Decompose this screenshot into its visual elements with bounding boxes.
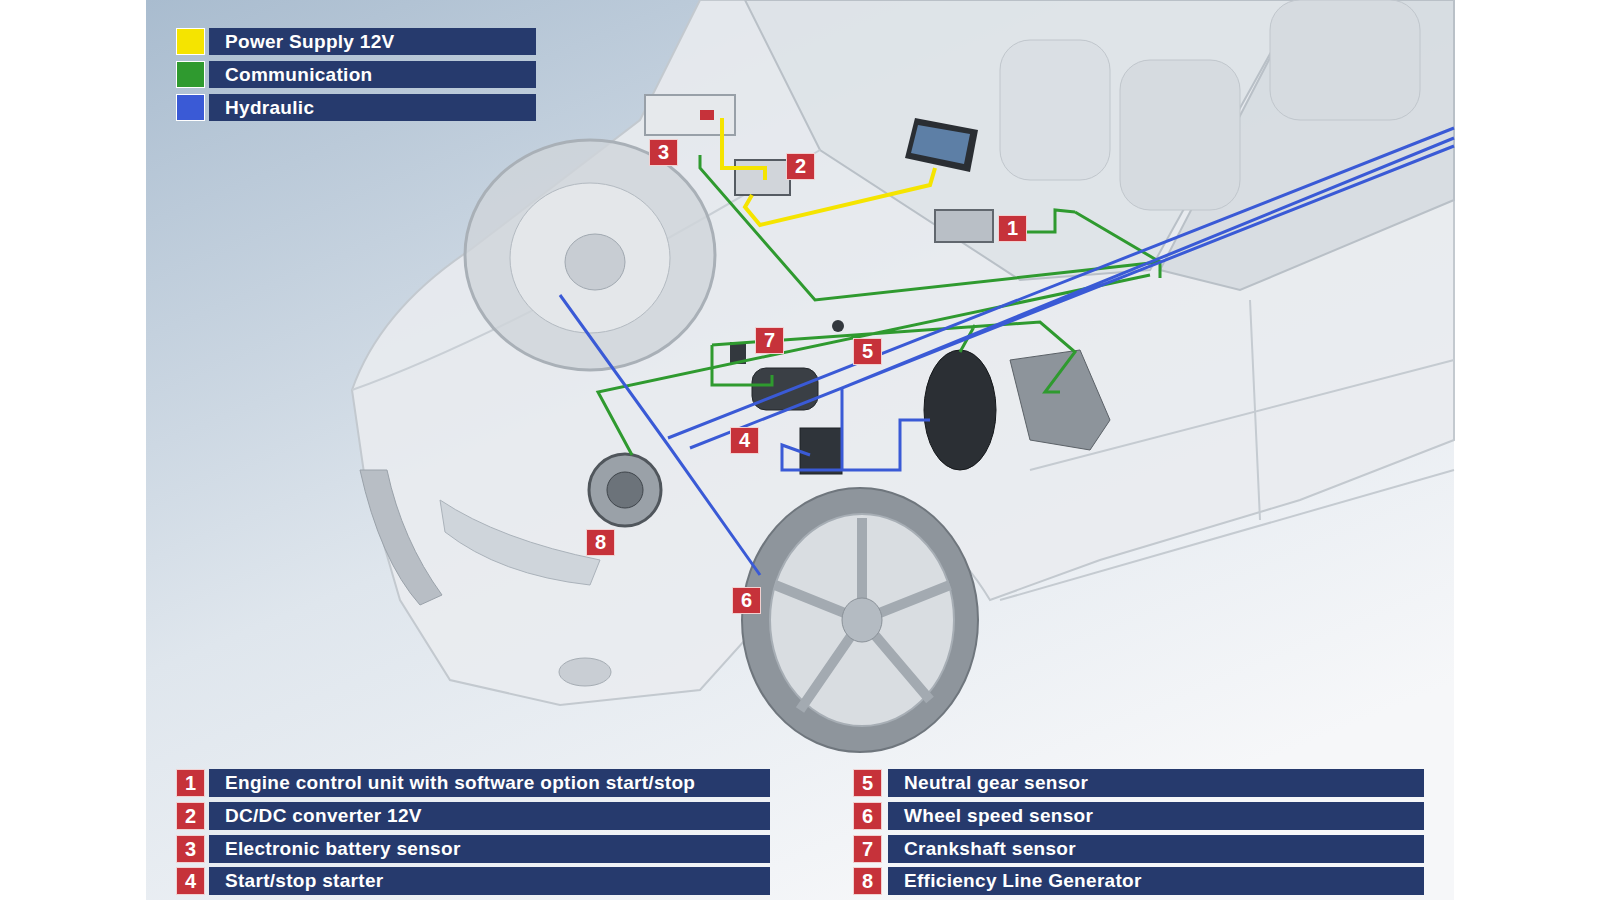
wheel-hub xyxy=(842,598,882,642)
power-wire xyxy=(722,118,935,225)
legend-text: Power Supply 12V xyxy=(209,28,536,55)
callout-number: 5 xyxy=(853,338,882,365)
key-text: Electronic battery sensor xyxy=(209,835,770,863)
key-text: Start/stop starter xyxy=(209,867,770,895)
seat xyxy=(1120,60,1240,210)
legend-text: Communication xyxy=(209,61,536,88)
key-text: Crankshaft sensor xyxy=(888,835,1424,863)
communication-wire xyxy=(598,155,1160,455)
callout-number: 1 xyxy=(998,215,1027,242)
callout-number: 6 xyxy=(732,587,761,614)
fog-light xyxy=(559,658,611,686)
wheel-spokes xyxy=(775,518,950,710)
display-screen xyxy=(911,125,970,164)
key-number: 8 xyxy=(853,867,882,895)
key-text: Neutral gear sensor xyxy=(888,769,1424,797)
key-text: Engine control unit with software option… xyxy=(209,769,770,797)
generator-pulley xyxy=(607,472,643,508)
key-number: 7 xyxy=(853,835,882,863)
background xyxy=(146,0,1454,900)
key-text: Efficiency Line Generator xyxy=(888,867,1424,895)
callout-number: 8 xyxy=(586,529,615,556)
display-unit xyxy=(905,118,978,172)
callout-number: 4 xyxy=(730,427,759,454)
key-text: Wheel speed sensor xyxy=(888,802,1424,830)
seat xyxy=(1270,0,1420,120)
callout-number: 2 xyxy=(786,153,815,180)
starter xyxy=(752,368,818,410)
far-wheel-hub xyxy=(565,234,625,290)
key-text: DC/DC converter 12V xyxy=(209,802,770,830)
front-wheel xyxy=(742,488,978,752)
key-number: 4 xyxy=(176,867,205,895)
key-number: 1 xyxy=(176,769,205,797)
key-number: 3 xyxy=(176,835,205,863)
hydraulic-line xyxy=(560,128,1454,575)
legend-swatch xyxy=(176,61,205,88)
callout-number: 7 xyxy=(755,327,784,354)
legend-swatch xyxy=(176,94,205,121)
seat xyxy=(1000,40,1110,180)
legend-swatch xyxy=(176,28,205,55)
legend-text: Hydraulic xyxy=(209,94,536,121)
pedal-assembly xyxy=(1010,350,1110,450)
front-wheel-rim xyxy=(770,514,954,726)
brake-booster xyxy=(924,350,996,470)
engine-control-unit xyxy=(935,210,993,242)
key-number: 5 xyxy=(853,769,882,797)
neutral-gear-sensor xyxy=(832,320,844,332)
grille xyxy=(360,470,442,605)
far-wheel-disc xyxy=(510,183,670,333)
battery-sensor xyxy=(700,110,714,120)
key-number: 2 xyxy=(176,802,205,830)
key-number: 6 xyxy=(853,802,882,830)
headlight xyxy=(440,500,600,585)
callout-number: 3 xyxy=(649,139,678,166)
dc-dc-converter xyxy=(735,160,790,195)
generator xyxy=(589,454,661,526)
abs-unit xyxy=(800,428,842,474)
